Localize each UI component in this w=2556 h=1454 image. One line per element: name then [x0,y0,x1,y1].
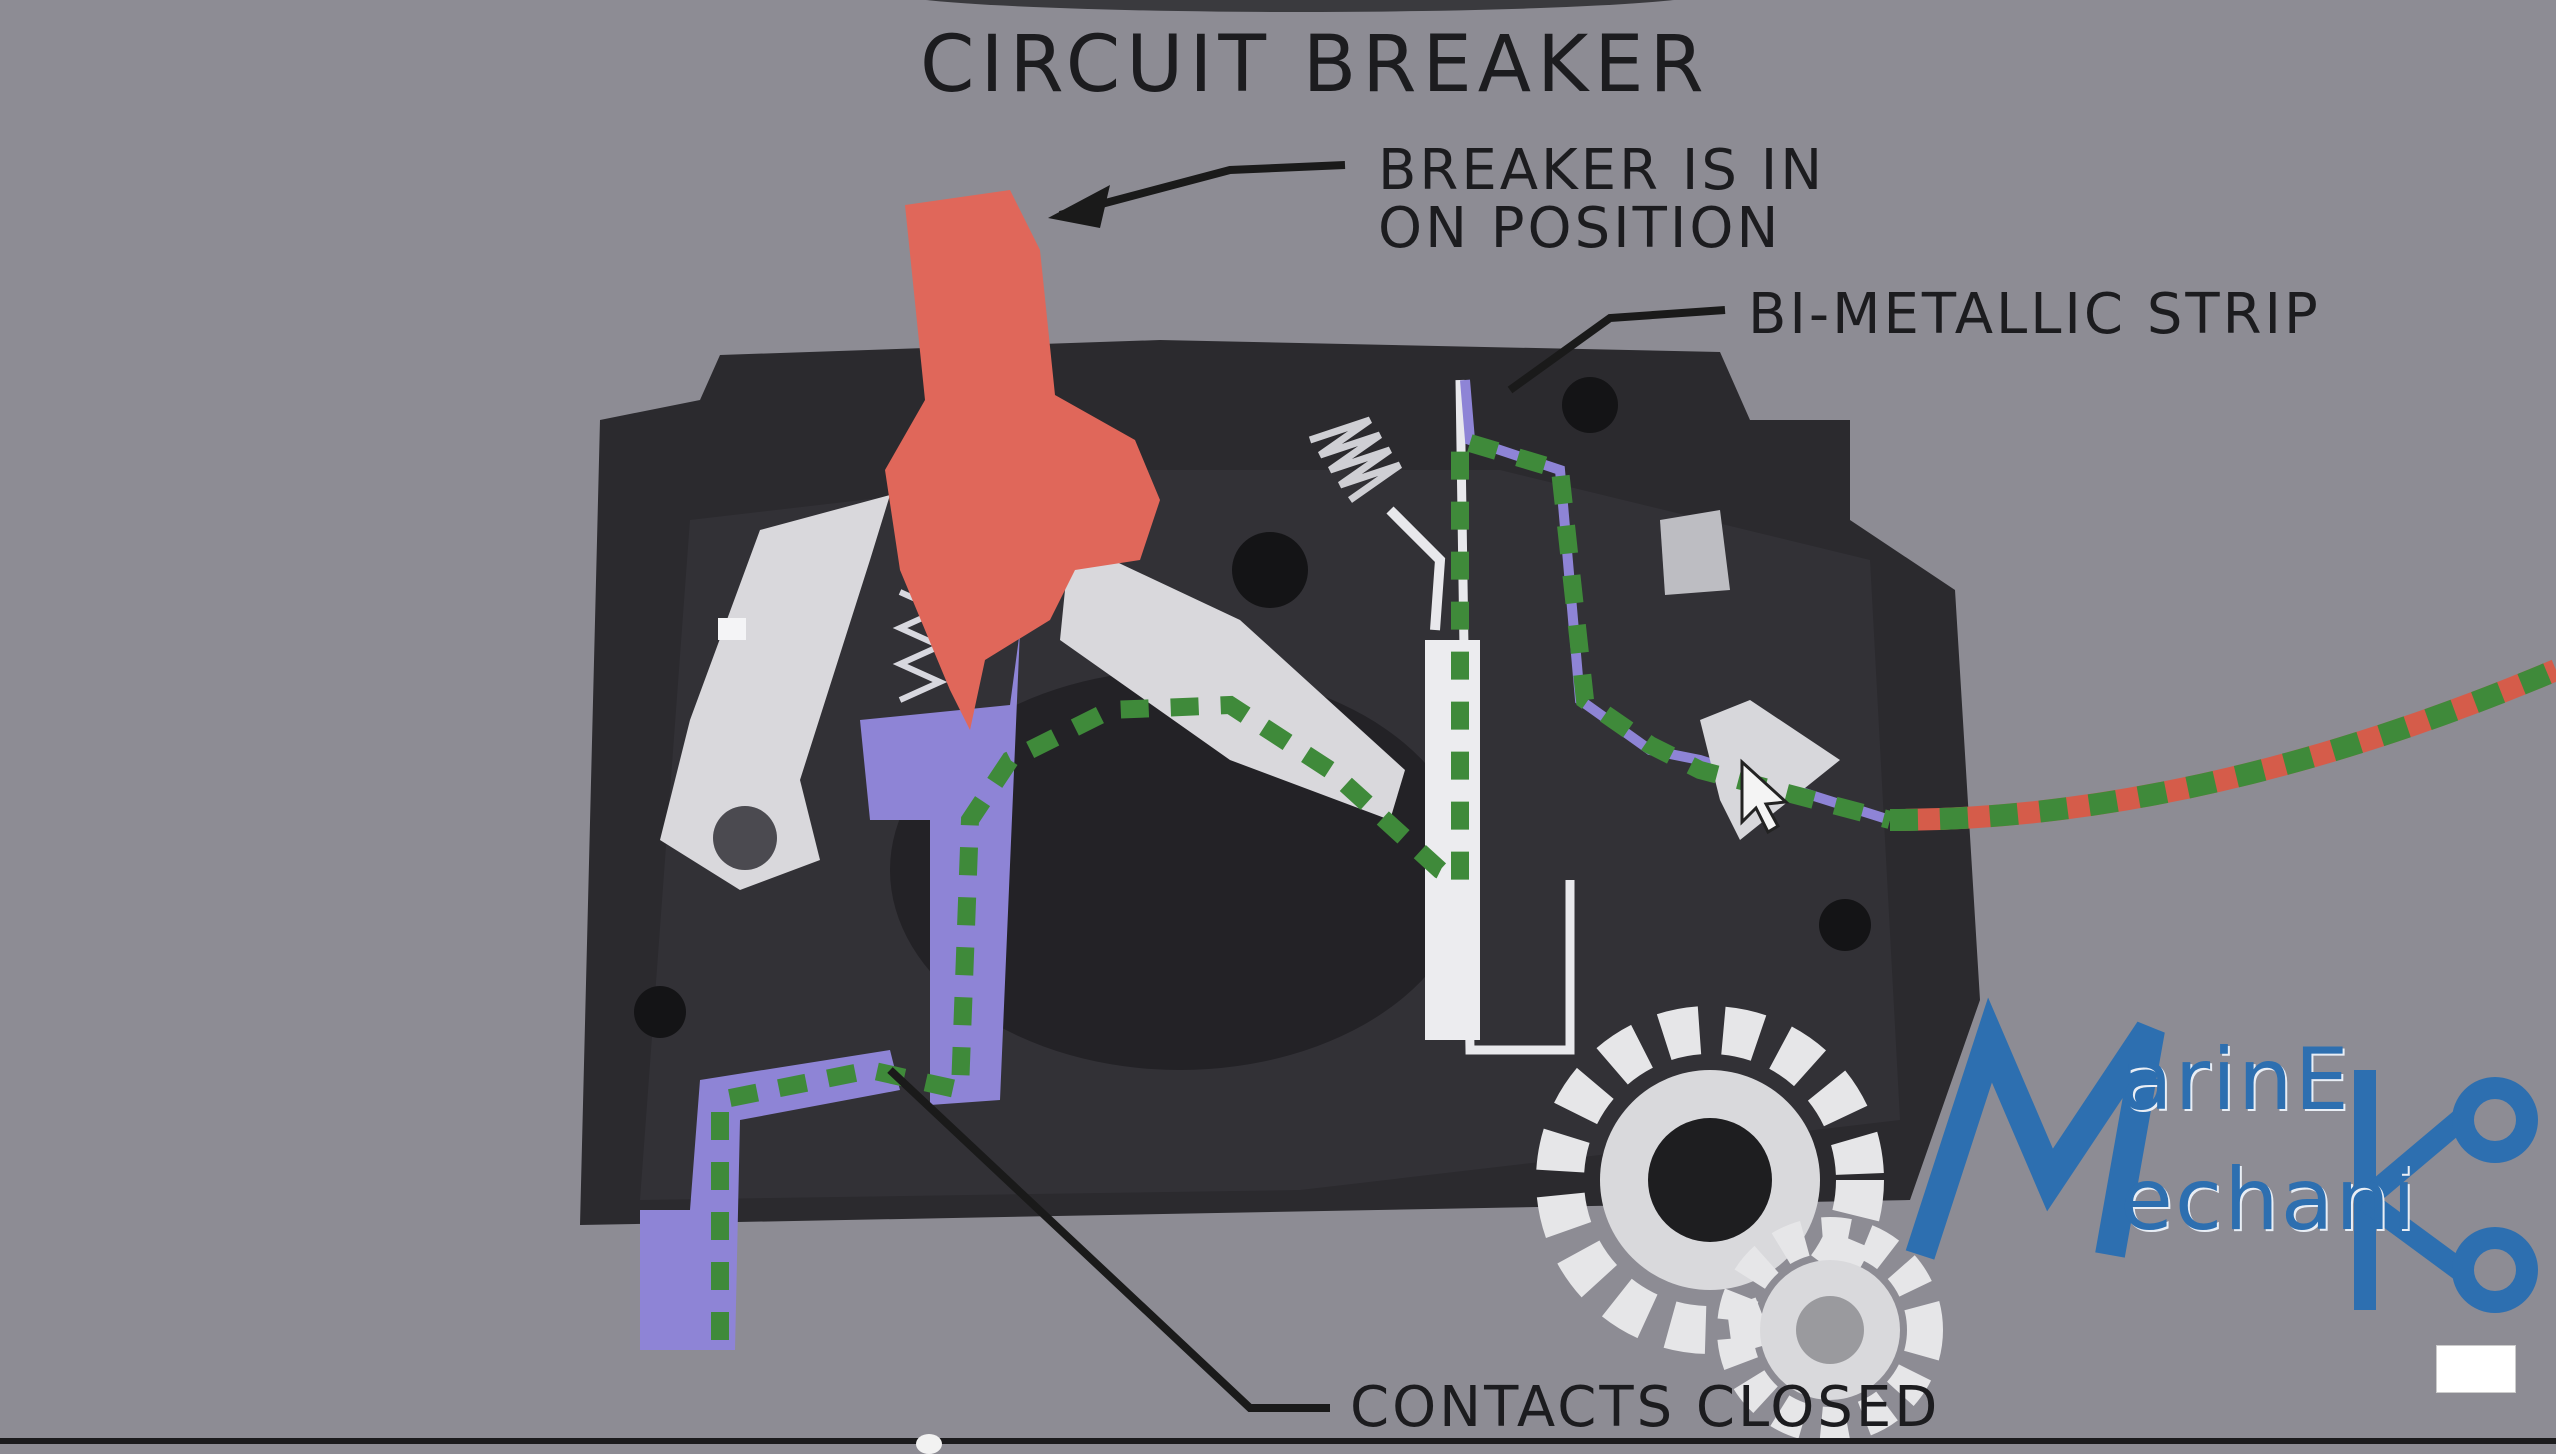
label-bimetallic-strip: BI-METALLIC STRIP [1748,282,2321,347]
channel-thumbnail[interactable] [2436,1345,2516,1393]
supply-current [1890,670,2556,820]
diagram-title: CIRCUIT BREAKER [920,20,1710,110]
lever-pivot [713,806,777,870]
mount-hole [634,986,686,1038]
label-contacts-closed: CONTACTS CLOSED [1350,1375,1940,1440]
watermark-text-line1: arinE [2120,1030,2351,1130]
video-progress-bar[interactable] [0,1438,2556,1444]
leader-arrowhead [1048,185,1110,228]
label-on-position-line1: BREAKER IS IN [1378,138,1825,203]
mount-hole [1562,377,1618,433]
watermark-text-line2: echani [2120,1150,2418,1250]
label-on-position-line2: ON POSITION [1378,196,1781,261]
adjust-screw [1660,510,1730,595]
mount-hole [1819,899,1871,951]
strip-plate [1425,640,1480,1040]
progress-scrubber[interactable] [916,1434,942,1454]
channel-watermark: arinE echani [1890,1020,2550,1320]
top-arc [880,0,1720,12]
lever-slot [718,618,746,640]
supply-wire [1890,670,2556,820]
mount-hole [1232,532,1308,608]
